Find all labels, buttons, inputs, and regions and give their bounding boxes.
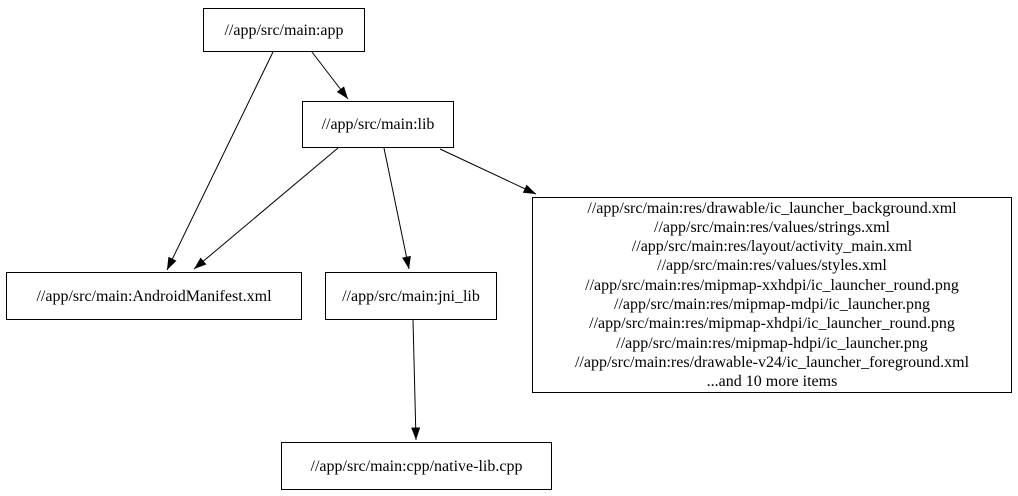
res-group-line: //app/src/main:res/mipmap-hdpi/ic_launch… [616,334,928,352]
res-group-line: //app/src/main:res/values/styles.xml [657,257,887,275]
edge-app-to-manifest [166,51,274,271]
res-group-line: //app/src/main:res/mipmap-xhdpi/ic_launc… [589,315,955,333]
edge-lib-to-res-group [439,148,537,195]
res-group-line: //app/src/main:res/values/strings.xml [654,218,890,236]
res-group-line: //app/src/main:res/drawable-v24/ic_launc… [574,353,970,371]
edge-jni-lib-to-native-lib [411,319,421,441]
edge-app-to-lib [311,51,349,100]
node-app: //app/src/main:app [203,8,365,52]
node-jni-lib: //app/src/main:jni_lib [325,272,497,320]
edge-lib-to-manifest [193,147,339,270]
node-jni-lib-label: //app/src/main:jni_lib [342,287,480,305]
res-group-line: //app/src/main:res/drawable/ic_launcher_… [587,199,957,217]
node-app-label: //app/src/main:app [224,21,344,39]
node-native-lib-label: //app/src/main:cpp/native-lib.cpp [310,457,523,475]
node-native-lib: //app/src/main:cpp/native-lib.cpp [281,442,552,490]
res-group-line: //app/src/main:res/mipmap-xxhdpi/ic_laun… [585,276,959,294]
res-group-line: //app/src/main:res/layout/activity_main.… [631,238,913,256]
res-group-more-items: ...and 10 more items [706,373,838,391]
node-android-manifest-label: //app/src/main:AndroidManifest.xml [36,287,272,305]
res-group-line: //app/src/main:res/mipmap-mdpi/ic_launch… [614,296,930,313]
node-lib-label: //app/src/main:lib [321,116,435,133]
node-lib: //app/src/main:lib [302,101,454,148]
edge-lib-to-jni-lib [383,147,411,270]
node-android-manifest: //app/src/main:AndroidManifest.xml [6,272,302,320]
node-res-group: //app/src/main:res/drawable/ic_launcher_… [532,197,1012,393]
